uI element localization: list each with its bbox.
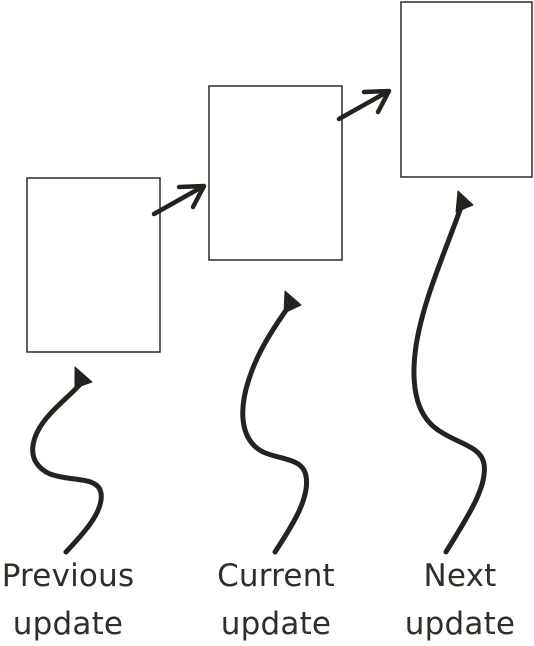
current-update-pointer-arrowhead bbox=[283, 290, 302, 314]
next-update-pointer-arrowhead bbox=[455, 190, 474, 213]
previous-update-pointer bbox=[30, 366, 104, 555]
previous-to-current-arrow bbox=[151, 183, 207, 217]
current-update-label: Current update bbox=[191, 552, 361, 646]
previous-update-label-line1: Previous bbox=[1, 558, 135, 594]
current-update-box bbox=[208, 85, 343, 261]
next-update-pointer-line bbox=[411, 204, 487, 555]
previous-to-current-arrowhead bbox=[176, 183, 207, 210]
current-update-label-line1: Current bbox=[217, 558, 335, 594]
next-update-pointer bbox=[411, 190, 487, 555]
previous-update-label-line2: update bbox=[12, 606, 124, 642]
previous-to-current-arrow-shaft bbox=[151, 184, 205, 217]
previous-update-box bbox=[26, 177, 161, 353]
next-update-label-line2: update bbox=[404, 606, 516, 642]
next-update-label-line1: Next bbox=[423, 558, 497, 594]
current-update-pointer bbox=[240, 290, 310, 555]
current-update-label-line2: update bbox=[220, 606, 332, 642]
next-update-label: Next update bbox=[375, 552, 534, 646]
previous-update-pointer-line bbox=[30, 379, 104, 555]
next-update-box bbox=[400, 1, 533, 178]
current-to-next-arrowhead bbox=[361, 88, 392, 115]
current-to-next-arrow bbox=[336, 88, 392, 122]
current-update-pointer-line bbox=[240, 303, 310, 555]
previous-update-label: Previous update bbox=[0, 552, 153, 646]
current-to-next-arrow-shaft bbox=[336, 89, 390, 122]
previous-update-pointer-arrowhead bbox=[74, 366, 93, 389]
